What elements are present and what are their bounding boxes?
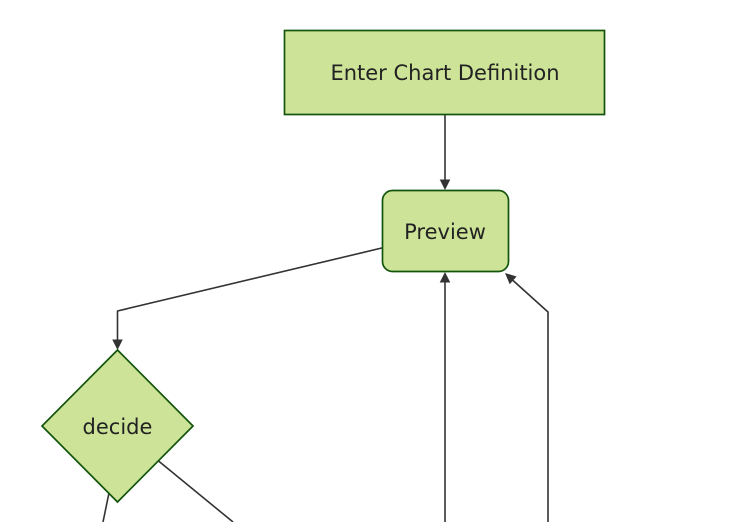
edge-offscreen-bottom-right-to-preview	[505, 273, 549, 522]
edge-offscreen-bottom-to-preview-arrowhead	[439, 272, 451, 283]
edge-preview-to-decide-line	[116, 246, 385, 341]
node-preview: Preview	[381, 189, 510, 273]
edge-decide-to-offscreen-bottom-right	[154, 457, 234, 522]
node-preview-shape	[381, 189, 510, 273]
edge-decide-to-offscreen-bottom-left-line	[102, 490, 111, 522]
node-enter-chart-definition: Enter Chart Definition	[283, 29, 606, 116]
edge-decide-to-offscreen-bottom-right-line	[154, 457, 234, 522]
node-decide: decide	[40, 348, 195, 504]
edge-offscreen-bottom-to-preview	[439, 272, 451, 522]
edge-preview-to-decide	[112, 246, 385, 350]
node-enter-chart-definition-shape	[283, 29, 606, 116]
edge-preview-to-decide-arrowhead	[112, 339, 123, 350]
node-decide-shape	[40, 348, 195, 504]
node-preview-label: Preview	[404, 220, 486, 244]
edge-decide-to-offscreen-bottom-left	[102, 490, 111, 522]
node-decide-label: decide	[83, 415, 153, 439]
edge-enter-chart-definition-to-preview	[439, 114, 451, 190]
node-enter-chart-definition-label: Enter Chart Definition	[330, 61, 559, 85]
edge-offscreen-bottom-right-to-preview-arrowhead	[505, 273, 517, 285]
edge-enter-chart-definition-to-preview-arrowhead	[439, 179, 451, 190]
edge-offscreen-bottom-right-to-preview-line	[511, 279, 549, 522]
